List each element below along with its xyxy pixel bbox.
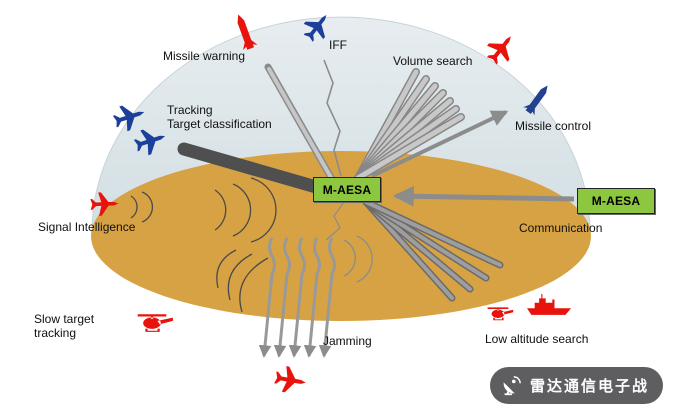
jammed-target-jet-icon <box>272 364 309 396</box>
label-volume-search: Volume search <box>393 54 473 68</box>
low-altitude-helicopter-icon <box>487 307 514 321</box>
ground-disc <box>91 151 591 321</box>
label-jamming: Jamming <box>323 334 372 348</box>
label-slow-target-line2: tracking <box>34 326 77 340</box>
label-slow-target-line1: Slow target <box>34 312 95 326</box>
communication-arrow <box>392 185 575 207</box>
label-signal-intelligence: Signal Intelligence <box>38 220 136 234</box>
label-tracking: Tracking Target classification <box>167 103 272 131</box>
missile-warning-beam <box>264 63 337 185</box>
jamming-arrows <box>258 237 336 358</box>
maesa-center-node: M-AESA <box>313 177 381 202</box>
label-communication: Communication <box>519 221 603 235</box>
watermark-badge: 雷达通信电子战 <box>490 367 664 404</box>
iff-signal-line <box>323 59 342 177</box>
label-tracking-line1: Tracking <box>167 103 213 117</box>
volume-search-beams <box>354 68 465 182</box>
low-altitude-ship-icon <box>527 294 571 315</box>
label-low-altitude-search: Low altitude search <box>485 332 589 346</box>
satellite-dish-icon <box>503 375 521 395</box>
label-slow-target-tracking: Slow target tracking <box>34 312 94 340</box>
label-missile-control: Missile control <box>515 119 592 133</box>
label-missile-warning: Missile warning <box>163 49 246 63</box>
jamming-waves <box>343 235 373 283</box>
slow-target-helicopter-icon <box>137 314 173 332</box>
label-tracking-line2: Target classification <box>167 117 272 131</box>
slow-target-waves <box>216 249 269 313</box>
label-iff: IFF <box>329 38 347 52</box>
watermark-text: 雷达通信电子战 <box>530 378 650 395</box>
maesa-remote-node: M-AESA <box>577 188 655 214</box>
missile-control-arrow <box>371 110 509 178</box>
tracking-beam <box>177 142 337 198</box>
jamming-feed-line <box>325 201 345 241</box>
low-altitude-search-beams <box>362 198 504 302</box>
signal-intelligence-waves <box>130 177 277 243</box>
